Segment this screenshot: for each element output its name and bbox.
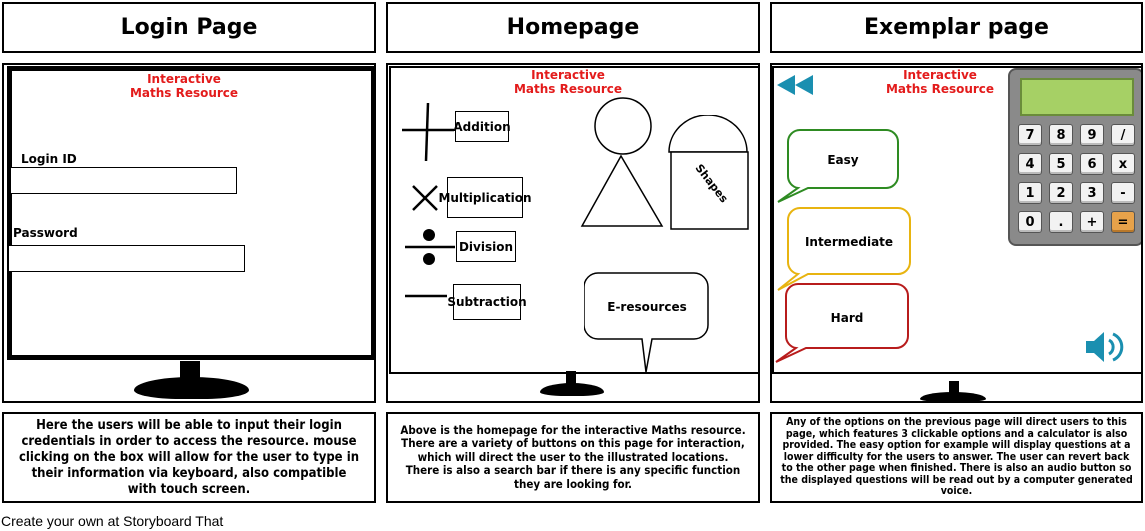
password-label: Password bbox=[13, 226, 78, 240]
monitor-screen bbox=[7, 66, 374, 360]
monitor-base bbox=[134, 377, 249, 399]
addition-button[interactable]: Addition bbox=[453, 111, 511, 142]
panel-title-login: Login Page bbox=[2, 2, 376, 53]
intermediate-bubble bbox=[777, 207, 911, 291]
calculator-key[interactable]: / bbox=[1111, 124, 1135, 146]
app-title: Interactive Maths Resource bbox=[129, 72, 239, 100]
panel-title-text: Login Page bbox=[120, 15, 258, 40]
calculator-key[interactable]: - bbox=[1111, 182, 1135, 204]
monitor-neck bbox=[566, 371, 576, 385]
calculator-screen bbox=[1020, 78, 1134, 116]
panel-title-text: Homepage bbox=[506, 15, 640, 40]
monitor-base bbox=[540, 383, 604, 396]
calculator-key[interactable]: 8 bbox=[1049, 124, 1073, 146]
calculator-key[interactable]: 7 bbox=[1018, 124, 1042, 146]
monitor-neck bbox=[949, 381, 959, 394]
minus-icon bbox=[405, 294, 447, 298]
login-panel: Interactive Maths Resource Login ID Pass… bbox=[2, 63, 376, 403]
calculator-key[interactable]: 9 bbox=[1080, 124, 1104, 146]
e-resources-label: E-resources bbox=[607, 300, 687, 314]
panel-title-text: Exemplar page bbox=[864, 15, 1049, 40]
calculator-key[interactable]: 1 bbox=[1018, 182, 1042, 204]
subtraction-button[interactable]: Subtraction bbox=[447, 284, 527, 320]
multiplication-button[interactable]: Multiplication bbox=[438, 177, 532, 218]
app-title: Interactive Maths Resource bbox=[513, 68, 623, 96]
app-title: Interactive Maths Resource bbox=[885, 68, 995, 96]
login-id-label: Login ID bbox=[21, 152, 77, 166]
circle-triangle-icon[interactable] bbox=[580, 96, 672, 230]
monitor-base bbox=[920, 392, 986, 401]
monitor-neck bbox=[180, 361, 200, 379]
panel-title-homepage: Homepage bbox=[386, 2, 760, 53]
shapes-button[interactable] bbox=[668, 115, 750, 231]
divide-icon bbox=[405, 229, 455, 265]
easy-button[interactable]: Easy bbox=[827, 153, 859, 167]
intermediate-button[interactable]: Intermediate bbox=[804, 235, 894, 249]
speaker-icon[interactable] bbox=[1084, 327, 1130, 367]
calculator-key[interactable]: 4 bbox=[1018, 153, 1042, 175]
calculator-key[interactable]: x bbox=[1111, 153, 1135, 175]
caption-login: Here the users will be able to input the… bbox=[2, 412, 376, 503]
calculator-key[interactable]: 5 bbox=[1049, 153, 1073, 175]
exemplar-panel: Interactive Maths Resource Easy Intermed… bbox=[770, 63, 1143, 403]
calculator-key[interactable]: + bbox=[1080, 211, 1104, 233]
division-button[interactable]: Division bbox=[456, 231, 516, 262]
hard-bubble bbox=[775, 283, 909, 363]
plus-icon bbox=[402, 102, 454, 162]
back-arrow-icon[interactable] bbox=[775, 73, 815, 97]
calculator-key[interactable]: . bbox=[1049, 211, 1073, 233]
footer-credit[interactable]: Create your own at Storyboard That bbox=[1, 513, 224, 529]
calculator-key[interactable]: 2 bbox=[1049, 182, 1073, 204]
caption-homepage: Above is the homepage for the interactiv… bbox=[386, 412, 760, 503]
multiply-icon bbox=[412, 185, 438, 211]
panel-title-exemplar: Exemplar page bbox=[770, 2, 1143, 53]
caption-exemplar: Any of the options on the previous page … bbox=[770, 412, 1143, 503]
hard-button[interactable]: Hard bbox=[830, 311, 864, 325]
e-resources-bubble[interactable] bbox=[584, 272, 710, 374]
homepage-panel: Interactive Maths Resource Addition Mult… bbox=[386, 63, 760, 403]
calculator-key[interactable]: = bbox=[1111, 211, 1135, 233]
calculator-key[interactable]: 3 bbox=[1080, 182, 1104, 204]
calculator-key[interactable]: 0 bbox=[1018, 211, 1042, 233]
password-input[interactable] bbox=[8, 245, 245, 272]
login-id-input[interactable] bbox=[10, 167, 237, 194]
easy-bubble bbox=[777, 129, 899, 203]
calculator-key[interactable]: 6 bbox=[1080, 153, 1104, 175]
